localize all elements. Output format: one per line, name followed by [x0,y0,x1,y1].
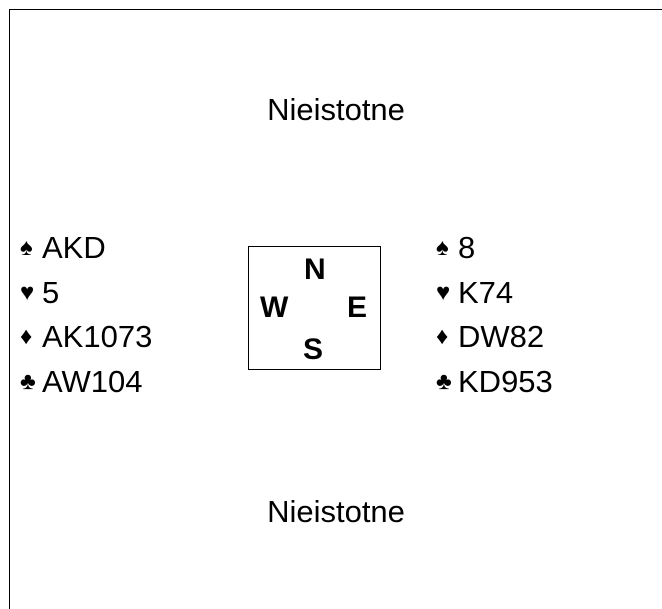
spade-icon: ♠ [20,234,33,261]
south-hand: Nieistotne [267,494,405,529]
west-clubs-row: ♣ AW104 [20,360,152,405]
compass-north-label: N [304,253,326,286]
club-icon: ♣ [436,367,452,395]
west-clubs-cards: AW104 [42,363,143,399]
east-spades-row: ♠ 8 [436,226,553,271]
diagram-frame [9,9,662,609]
spade-icon: ♠ [436,234,449,261]
west-spades-row: ♠ AKD [20,226,152,271]
east-hearts-row: ♥ K74 [436,271,553,316]
heart-icon: ♥ [436,278,451,306]
west-spades-cards: AKD [42,230,106,265]
compass-south-label: S [303,333,324,366]
compass-west-label: W [260,291,289,324]
north-hand: Nieistotne [267,92,405,127]
compass-box: N W E S [248,246,381,370]
east-clubs-cards: KD953 [458,363,553,399]
west-hearts-row: ♥ 5 [20,271,152,316]
west-diamonds-cards: AK1073 [42,319,153,354]
east-spades-cards: 8 [458,230,476,265]
east-diamonds-cards: DW82 [458,319,545,354]
compass-east-label: E [347,291,368,324]
east-hand: ♠ 8 ♥ K74 ♦ DW82 ♣ KD953 [436,226,553,404]
west-hand: ♠ AKD ♥ 5 ♦ AK1073 ♣ AW104 [20,226,152,404]
east-diamonds-row: ♦ DW82 [436,315,553,360]
club-icon: ♣ [20,367,36,395]
diamond-icon: ♦ [436,323,449,350]
heart-icon: ♥ [20,278,35,306]
east-hearts-cards: K74 [458,274,514,310]
east-clubs-row: ♣ KD953 [436,360,553,405]
west-hearts-cards: 5 [42,274,60,310]
west-diamonds-row: ♦ AK1073 [20,315,152,360]
diamond-icon: ♦ [20,323,33,350]
